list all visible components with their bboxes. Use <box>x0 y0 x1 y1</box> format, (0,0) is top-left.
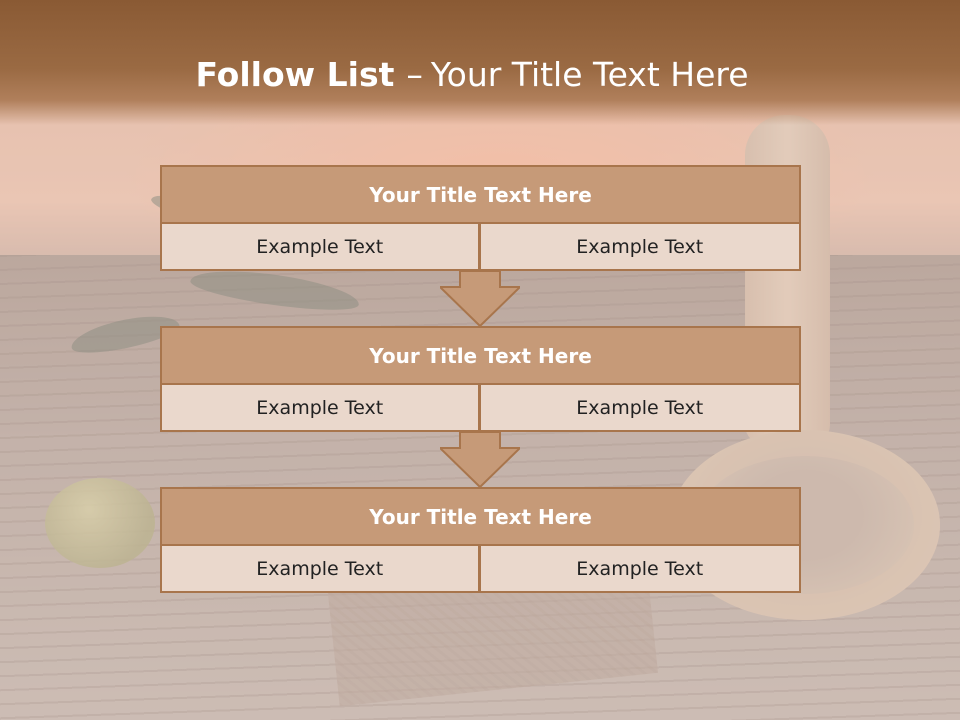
block-title: Your Title Text Here <box>160 326 801 385</box>
slide-title-bold: Follow List <box>195 55 395 94</box>
slide-title-separator: – <box>406 55 423 94</box>
block-row: Example Text Example Text <box>160 222 801 271</box>
slide-title: Follow List–Your Title Text Here <box>0 55 944 94</box>
down-arrow-icon <box>440 271 520 327</box>
block-title: Your Title Text Here <box>160 487 801 546</box>
down-arrow-icon <box>440 432 520 488</box>
list-block-1: Your Title Text Here Example Text Exampl… <box>160 165 801 271</box>
block-cell-right: Example Text <box>479 222 801 271</box>
list-block-3: Your Title Text Here Example Text Exampl… <box>160 487 801 593</box>
list-block-2: Your Title Text Here Example Text Exampl… <box>160 326 801 432</box>
olive <box>45 478 155 568</box>
block-cell-left: Example Text <box>160 222 480 271</box>
block-cell-left: Example Text <box>160 544 480 593</box>
block-cell-left: Example Text <box>160 383 480 432</box>
slide-title-rest: Your Title Text Here <box>430 55 749 94</box>
block-cell-right: Example Text <box>479 544 801 593</box>
block-row: Example Text Example Text <box>160 544 801 593</box>
block-cell-right: Example Text <box>479 383 801 432</box>
block-row: Example Text Example Text <box>160 383 801 432</box>
title-bar <box>0 0 960 125</box>
block-title: Your Title Text Here <box>160 165 801 224</box>
